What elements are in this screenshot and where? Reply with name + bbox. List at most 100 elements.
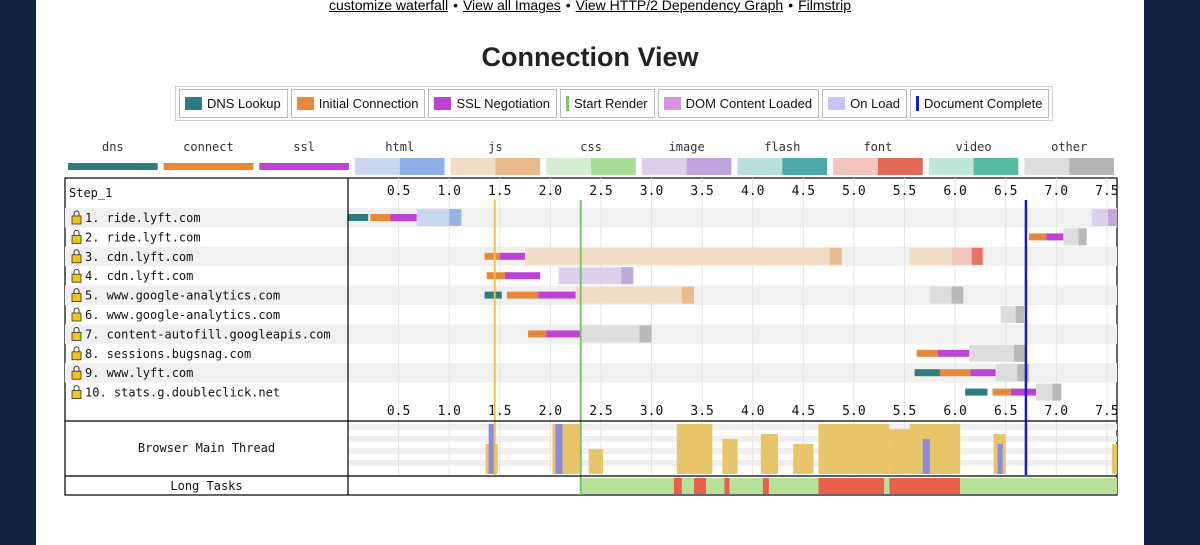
- type-legend-bar-video-dark: [973, 158, 1019, 175]
- bar-segment-js-download: [682, 286, 695, 304]
- page-title: Connection View: [481, 42, 699, 72]
- lock-shackle: [73, 229, 80, 236]
- ssl-swatch: [434, 97, 452, 110]
- tick-label-top: 7.0: [1045, 184, 1068, 199]
- bar-segment-ssl: [1010, 388, 1037, 396]
- bar-segment-connect: [1028, 233, 1047, 241]
- tick-label-top: 4.5: [792, 184, 815, 199]
- waterfall-row: 6. www.google-analytics.com: [71, 306, 1024, 323]
- type-legend-bar-html-light: [354, 158, 400, 175]
- thread-activity: [676, 424, 713, 474]
- bar-segment-connect: [916, 349, 938, 357]
- tick-label-bottom: 5.0: [842, 404, 865, 419]
- legend-label: DNS Lookup: [207, 96, 281, 111]
- tick-label-top: 4.0: [741, 184, 764, 199]
- row-label: 2. ride.lyft.com: [85, 230, 201, 244]
- short-task-block: [960, 478, 1117, 494]
- row-label: 8. sessions.bugsnag.com: [85, 347, 251, 361]
- thread-stripe: [348, 424, 1117, 430]
- bar-segment-other-download: [1052, 383, 1062, 401]
- legend-label: Start Render: [573, 96, 648, 111]
- short-task-block: [768, 478, 819, 494]
- type-legend-label-font: font: [863, 140, 892, 154]
- lock-icon: [71, 215, 82, 225]
- tick-label-bottom: 1.5: [488, 404, 511, 419]
- long-task-block: [724, 478, 730, 494]
- legend-label: DOM Content Loaded: [685, 96, 813, 111]
- dns-swatch: [185, 97, 202, 110]
- short-task-block: [681, 478, 695, 494]
- tick-label-bottom: 4.0: [741, 404, 764, 419]
- type-legend-label-html: html: [385, 140, 414, 154]
- waterfall-row: 9. www.lyft.com: [71, 364, 1029, 382]
- filmstrip-link[interactable]: Filmstrip: [798, 0, 851, 13]
- legend-ssl-negotiation: SSL Negotiation: [428, 89, 557, 118]
- waterfall-row: 7. content-autofill.googleapis.com: [71, 325, 652, 343]
- thread-activity: [818, 424, 890, 474]
- bar-segment-js-download: [829, 247, 842, 265]
- link-separator: •: [453, 0, 458, 13]
- row-label: 5. www.google-analytics.com: [85, 289, 280, 303]
- row-stripe: [65, 208, 1117, 228]
- type-legend-bar-dns: [68, 163, 158, 170]
- tick-label-top: 3.5: [690, 184, 713, 199]
- type-legend-bar-js-light: [450, 158, 496, 175]
- tick-label-bottom: 1.0: [437, 404, 460, 419]
- legend-label: On Load: [850, 96, 900, 111]
- thread-activity: [909, 424, 961, 474]
- tick-label-bottom: 2.0: [539, 404, 562, 419]
- tick-label-bottom: 4.5: [792, 404, 815, 419]
- on-load-swatch: [828, 97, 846, 110]
- legend-dns-lookup: DNS Lookup: [179, 89, 288, 118]
- tick-label-top: 6.0: [943, 184, 966, 199]
- waterfall-row: 3. cdn.lyft.com: [71, 247, 984, 265]
- http2-dependency-graph-link[interactable]: View HTTP/2 Dependency Graph: [575, 0, 784, 13]
- lock-icon: [71, 293, 82, 303]
- type-legend-bar-image-light: [641, 158, 687, 175]
- lock-shackle: [73, 210, 80, 216]
- long-task-block: [762, 478, 769, 494]
- tick-label-bottom: 6.0: [943, 404, 966, 419]
- type-legend-bar-html-dark: [399, 158, 445, 175]
- lock-shackle: [73, 346, 80, 352]
- legend-on-load: On Load: [822, 89, 907, 118]
- dom-content-loaded-swatch: [663, 97, 681, 110]
- type-legend-bar-video-light: [928, 158, 974, 175]
- timing-legend: DNS Lookup Initial Connection SSL Negoti…: [175, 86, 1054, 121]
- type-legend-bar-js-dark: [495, 158, 541, 175]
- tick-label-top: 0.5: [387, 184, 410, 199]
- page: customize waterfall•View all Images•View…: [36, 0, 1144, 545]
- type-legend-label-video: video: [955, 140, 991, 154]
- type-legend-bar-connect: [163, 163, 254, 170]
- thread-activity: [760, 434, 779, 474]
- lock-icon: [71, 312, 82, 322]
- customize-waterfall-link[interactable]: customize waterfall: [329, 0, 449, 13]
- bar-segment-other-download: [639, 325, 652, 343]
- lock-shackle: [73, 268, 80, 275]
- waterfall-row: 8. sessions.bugsnag.com: [71, 344, 1026, 362]
- bar-segment-ssl: [499, 252, 526, 260]
- bar-segment-connect: [528, 330, 547, 338]
- bar-segment-other-download: [1017, 364, 1029, 382]
- type-legend-bar-other-light: [1024, 158, 1070, 175]
- tick-label-bottom: 3.0: [640, 404, 663, 419]
- bar-segment-connect: [486, 272, 505, 280]
- lock-icon: [71, 351, 82, 361]
- tick-label-top: 7.5: [1095, 184, 1118, 199]
- type-legend-label-dns: dns: [102, 140, 124, 154]
- bar-segment-other: [969, 344, 1026, 362]
- lock-icon: [71, 273, 82, 283]
- legend-start-render: Start Render: [559, 89, 655, 118]
- lock-icon: [71, 370, 82, 380]
- bar-segment-ssl: [970, 369, 996, 377]
- bar-segment-ssl: [390, 214, 417, 221]
- thread-activity: [555, 424, 563, 474]
- long-tasks-label: Long Tasks: [170, 479, 242, 493]
- type-legend-label-connect: connect: [183, 140, 234, 154]
- waterfall-row: 4. cdn.lyft.com: [71, 267, 634, 285]
- type-legend-bar-css-dark: [591, 158, 636, 175]
- view-all-images-link[interactable]: View all Images: [462, 0, 561, 13]
- type-legend-bar-image-dark: [686, 158, 732, 175]
- start-render-swatch: [565, 96, 569, 111]
